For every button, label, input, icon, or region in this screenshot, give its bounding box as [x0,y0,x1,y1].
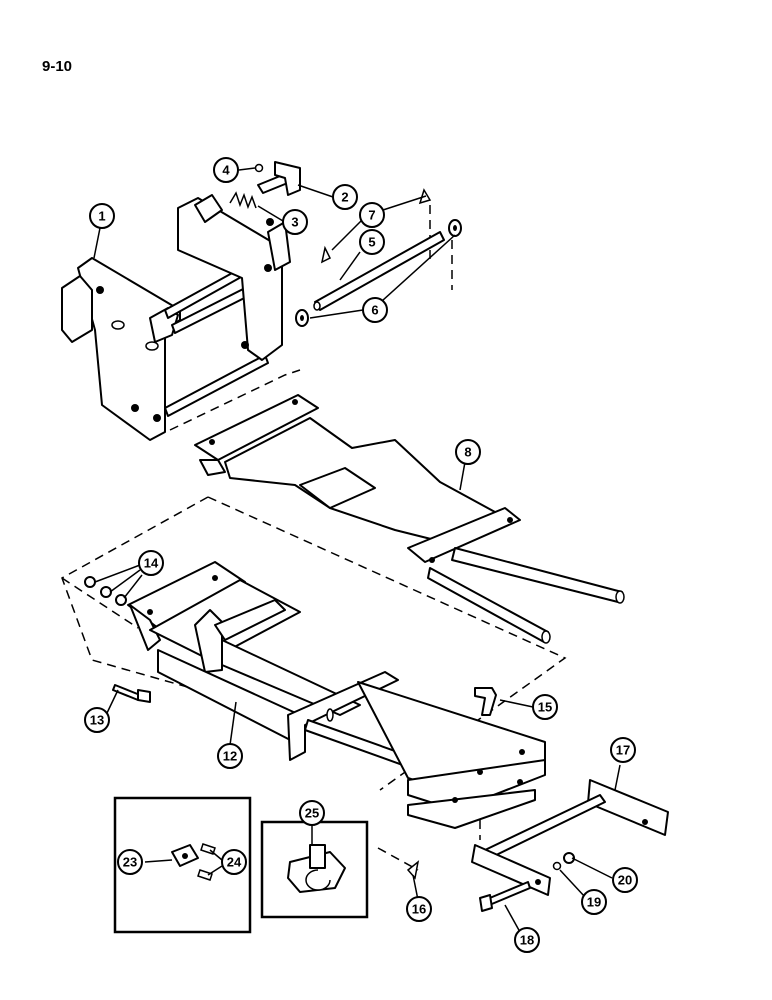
callout-18: 18 [514,927,540,953]
svg-text:20: 20 [618,873,632,888]
callout-20: 20 [612,867,638,893]
part-17-bracket [471,779,669,896]
svg-text:24: 24 [227,855,242,870]
callout-25: 25 [299,800,325,826]
leader-lines [93,167,621,933]
part-18-bolt [479,881,531,912]
callout-3: 3 [282,209,308,235]
part-16-hairpin-clip [406,860,420,880]
svg-text:3: 3 [291,215,298,230]
callout-6: 6 [362,297,388,323]
inset-25 [260,820,369,919]
svg-text:25: 25 [305,806,319,821]
part-19-washer [552,861,562,871]
svg-text:18: 18 [520,933,534,948]
part-3-spring [229,191,257,210]
part-20-nut [563,852,575,864]
svg-text:17: 17 [616,743,630,758]
page-number: 9-10 [42,58,73,75]
callout-13: 13 [84,707,110,733]
callout-23: 23 [117,849,143,875]
svg-text:1: 1 [98,209,105,224]
callout-2: 2 [332,184,358,210]
svg-text:5: 5 [368,235,375,250]
callout-7: 7 [359,202,385,228]
callout-12: 12 [217,743,243,769]
svg-text:16: 16 [412,902,426,917]
svg-text:15: 15 [538,700,552,715]
part-4-clip [254,163,264,173]
callout-19: 19 [581,889,607,915]
part-13-bolt [112,684,151,703]
part-8-upper-frame [194,394,625,644]
svg-text:12: 12 [223,749,237,764]
callout-16: 16 [406,896,432,922]
part-1-mounting-plate [61,257,181,441]
callout-5: 5 [359,229,385,255]
callout-24: 24 [221,849,247,875]
callout-14: 14 [138,550,164,576]
svg-text:13: 13 [90,713,104,728]
part-1-rear-plate [177,194,291,361]
svg-text:4: 4 [222,163,230,178]
part-5-long-pin [313,231,445,311]
part-15-l-pin [474,687,497,716]
callout-17: 17 [610,737,636,763]
callout-15: 15 [532,694,558,720]
callout-4: 4 [213,157,239,183]
svg-text:23: 23 [123,855,137,870]
svg-text:19: 19 [587,895,601,910]
svg-text:6: 6 [371,303,378,318]
callout-8: 8 [455,439,481,465]
callout-1: 1 [89,203,115,229]
part-14-nuts [84,576,127,606]
svg-text:7: 7 [368,208,375,223]
part-2-lock-pin [257,161,301,196]
part-12-drawbar-frame [127,561,546,829]
svg-text:2: 2 [341,190,348,205]
svg-text:14: 14 [144,556,159,571]
svg-text:8: 8 [464,445,471,460]
